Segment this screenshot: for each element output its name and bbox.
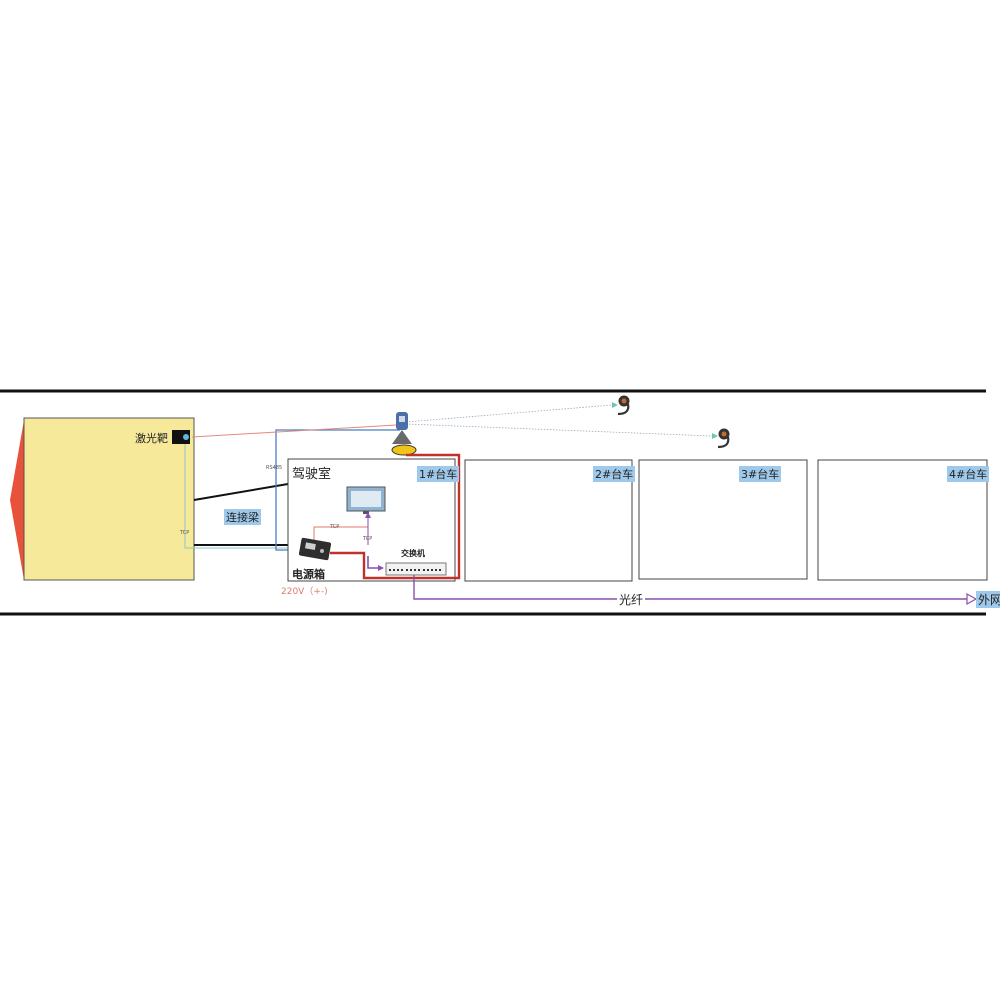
prism-icon <box>617 395 630 416</box>
fiber-line <box>413 575 968 600</box>
cart-label-2: 2#台车 <box>593 466 636 482</box>
switch-label: 交换机 <box>401 549 425 558</box>
cart-3-box <box>638 459 808 580</box>
tcp-line-machine <box>184 444 290 549</box>
power-line <box>330 453 461 580</box>
monitor-icon <box>346 486 386 514</box>
laser-target-label: 激光靶 <box>135 432 168 445</box>
bridge-beam-upper <box>193 483 289 501</box>
tcp-label-switch: TCP <box>363 536 373 542</box>
bridge-label: 连接梁 <box>224 509 261 525</box>
cart-label-4: 4#台车 <box>947 466 990 482</box>
switch-icon <box>385 562 447 576</box>
fiber-arrow-icon <box>966 592 978 606</box>
sight-arrow-1 <box>612 402 618 408</box>
arrow-up-icon <box>365 512 371 518</box>
cart-label-1: 1#台车 <box>417 466 460 482</box>
machine-body <box>23 417 195 581</box>
total-station-icon <box>391 412 417 456</box>
sight-arrow-2 <box>712 433 718 439</box>
arrow-right-icon <box>378 565 384 571</box>
cabin-label: 驾驶室 <box>292 467 332 482</box>
fiber-label: 光纤 <box>617 591 646 608</box>
power-spec-label: 220V（+-) <box>281 587 328 597</box>
tcp-label-machine: TCP <box>180 530 190 536</box>
tcp-line-monitor <box>313 526 368 545</box>
laser-beam <box>191 424 397 438</box>
cutter-head <box>10 420 24 580</box>
rs485-label: RS485 <box>266 465 283 471</box>
power-box-label: 电源箱 <box>292 568 325 581</box>
tcp-label-monitor: TCP <box>330 524 340 530</box>
sight-line-1 <box>405 404 613 423</box>
power-box-icon <box>298 537 332 561</box>
sight-line-2 <box>405 423 713 437</box>
network-line <box>367 556 380 569</box>
prism-icon <box>717 428 730 449</box>
cart-label-3: 3#台车 <box>739 466 782 482</box>
laser-target-device <box>172 430 190 444</box>
external-net-label: 外网 <box>976 591 1000 608</box>
